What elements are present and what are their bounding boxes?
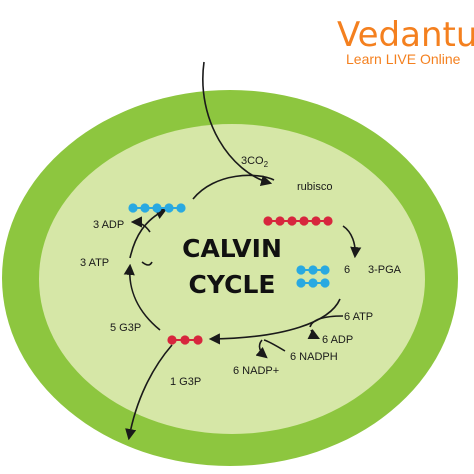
six-label: 6 [344,264,350,276]
carbon-atom [323,216,333,226]
carbon-atom [299,216,309,226]
atp3-input-arrow [141,261,153,266]
atp6-label: 6 ATP [344,311,373,323]
carbon-atom [320,265,330,275]
rubp-to-intermediate-arrow [192,174,275,200]
carbon-atom [152,203,162,213]
g3p-molecule [167,335,203,345]
co2-input-arrow [202,61,273,187]
carbon-atom [263,216,273,226]
carbon-atom [320,278,330,288]
regeneration-arrow [129,208,168,259]
inner-stroma [39,124,425,434]
vedantu-logo: Vedantu Learn LIVE Online [337,15,474,67]
carbon-atom [296,278,306,288]
pga-molecules [296,265,330,288]
brand-tagline: Learn LIVE Online [346,51,461,67]
carbon-atom [164,203,174,213]
nadph6-label: 6 NADPH [290,351,338,363]
nadp6-output-arrow [255,339,268,359]
adp6-label: 6 ADP [322,334,353,346]
carbon-atom [140,203,150,213]
adp6-output-arrow [307,328,321,340]
pga-label: 3-PGA [368,264,402,276]
carbon-atom [308,265,318,275]
co2-label: 3CO2 [241,155,269,169]
reduction-arrow [208,298,341,345]
carbon-atom [180,335,190,345]
intermediate-molecule [263,216,333,226]
g3p1-label: 1 G3P [170,376,201,388]
g3p5-label: 5 G3P [110,322,141,334]
carbon-atom [308,278,318,288]
carbon-atom [176,203,186,213]
title-line2: CYCLE [189,270,276,299]
g3p-output-arrow [125,344,173,441]
carbon-atom [167,335,177,345]
nadph6-input-arrow [263,339,286,352]
g3p-to-rubp-arrow [123,263,161,331]
fixation-to-pga-arrow [342,225,362,259]
carbon-atom [287,216,297,226]
adp3-label: 3 ADP [93,219,124,231]
carbon-atom [311,216,321,226]
atp3-label: 3 ATP [80,257,109,269]
adp3-output-arrow [130,216,151,233]
brand-name: Vedantu [337,15,474,55]
atp6-input-arrow [309,315,344,328]
rubisco-label: rubisco [297,181,332,193]
carbon-atom [128,203,138,213]
rubp-molecule [128,203,186,213]
nadp6-label: 6 NADP+ [233,365,279,377]
carbon-atom [275,216,285,226]
carbon-atom [296,265,306,275]
title-line1: CALVIN [182,234,282,263]
carbon-atom [193,335,203,345]
